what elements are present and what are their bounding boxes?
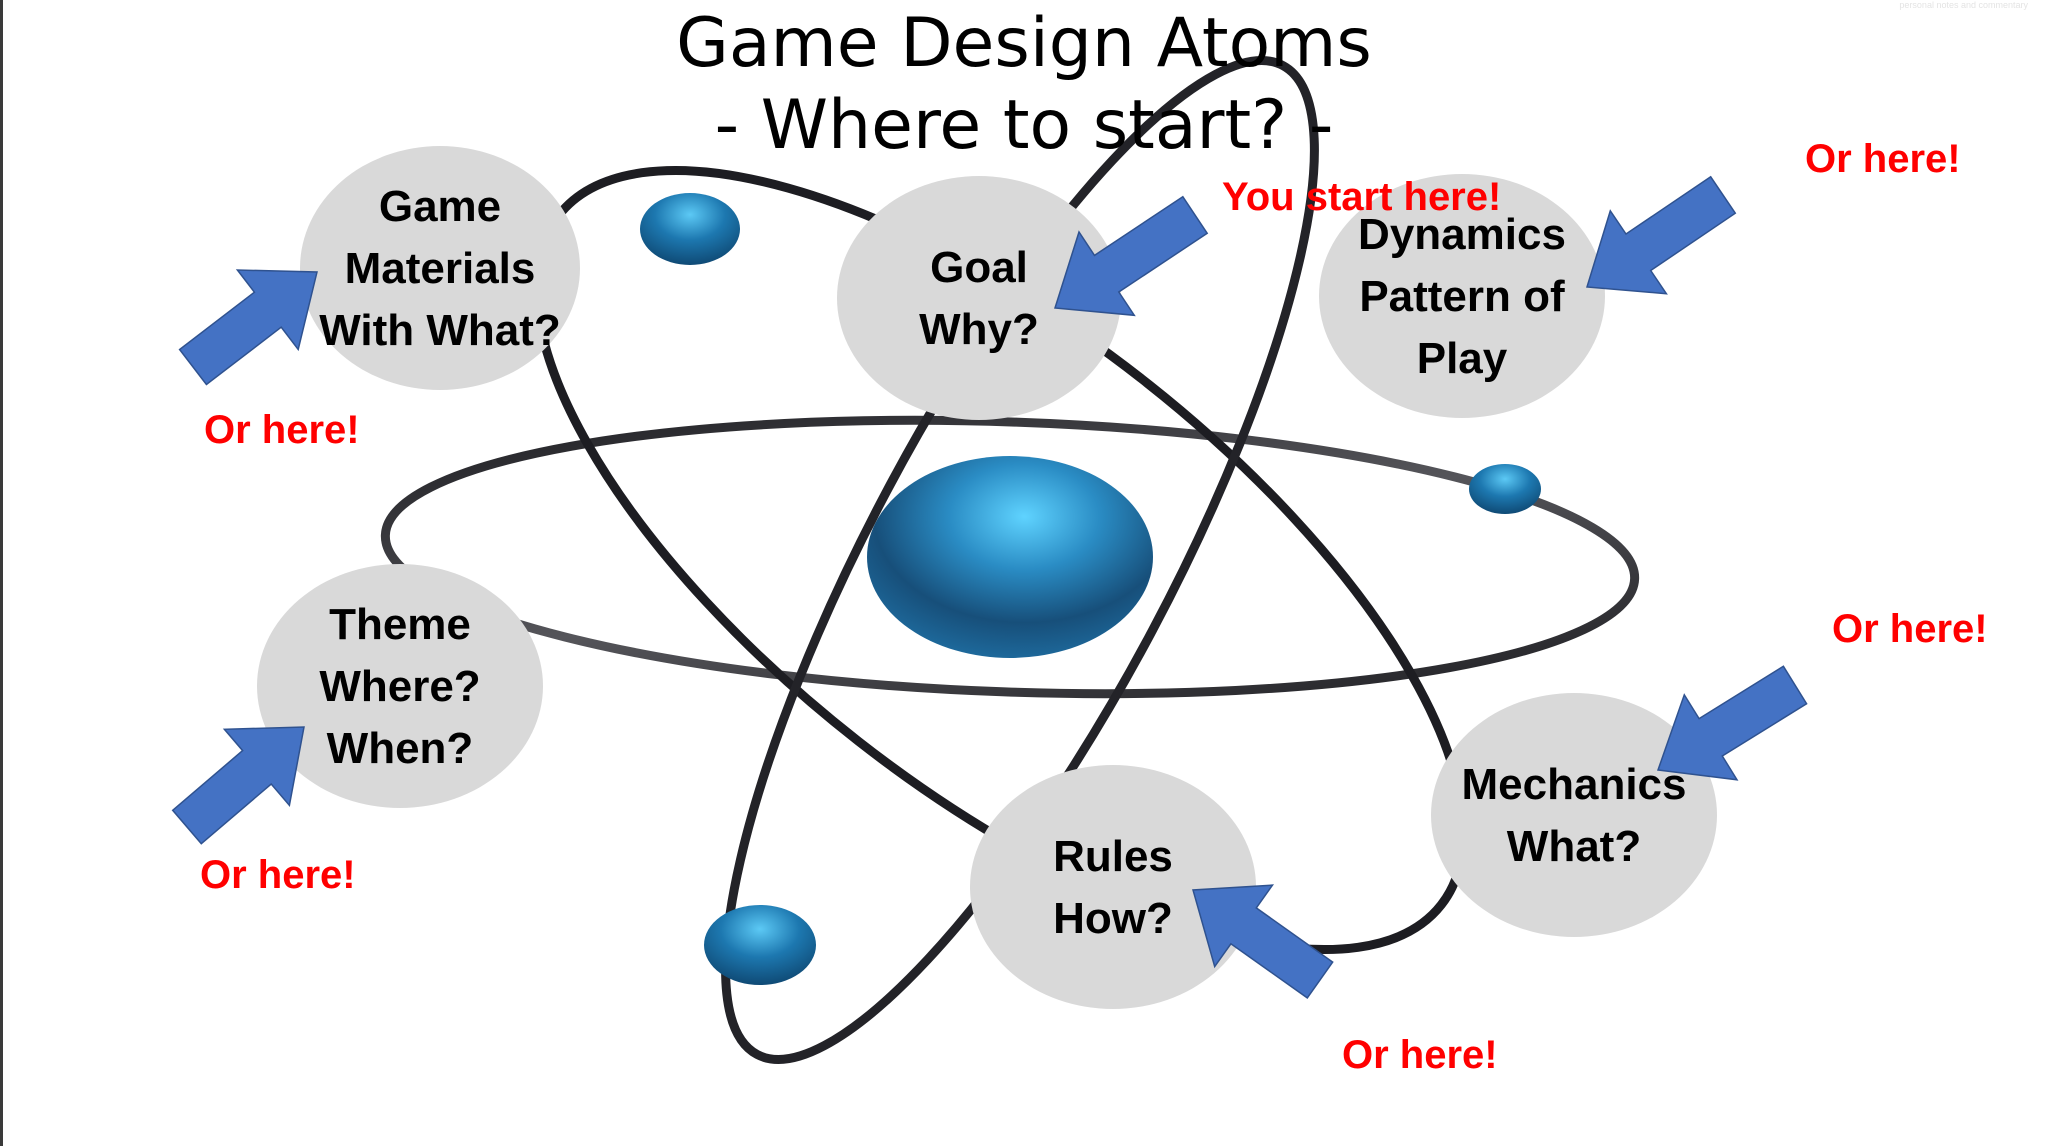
node-label-line: Goal xyxy=(930,243,1028,292)
hint-label-rules: Or here! xyxy=(1342,1033,1498,1077)
arrow-to-theme-icon xyxy=(171,726,305,845)
slide-left-border xyxy=(0,0,3,1146)
node-label-line: When? xyxy=(327,724,474,773)
node-circle xyxy=(1431,693,1717,937)
node-label-line: Pattern of xyxy=(1359,272,1565,321)
node-label-line: Game xyxy=(379,182,501,231)
node-label-line: Dynamics xyxy=(1358,210,1566,259)
electron-right xyxy=(1469,464,1541,514)
node-circle xyxy=(1319,174,1605,418)
node-label-line: What? xyxy=(1507,822,1641,871)
node-label-line: How? xyxy=(1053,894,1173,943)
hint-label-game-materials: Or here! xyxy=(204,408,360,452)
hint-label-mechanics: Or here! xyxy=(1832,607,1988,651)
arrow-to-goal-icon xyxy=(1054,195,1209,317)
arrow-to-rules-icon xyxy=(1192,884,1334,999)
arrow-to-mechanics-icon xyxy=(1656,665,1808,781)
node-label-line: With What? xyxy=(319,306,561,355)
node-label-line: Where? xyxy=(319,662,480,711)
node-label-line: Why? xyxy=(919,305,1039,354)
node-label-line: Materials xyxy=(345,244,536,293)
node-label-line: Rules xyxy=(1053,832,1173,881)
arrow-to-game-materials-icon xyxy=(178,269,318,386)
orbit-horizontal xyxy=(380,415,1640,699)
node-label-line: Mechanics xyxy=(1462,760,1687,809)
node-circle xyxy=(970,765,1256,1009)
node-circle xyxy=(837,176,1121,420)
slide-title-line2: - Where to start? - xyxy=(714,86,1334,165)
electron-bottom-left xyxy=(704,905,816,985)
node-circle xyxy=(257,564,543,808)
arrow-to-dynamics-icon xyxy=(1586,175,1737,295)
node-label-line: Play xyxy=(1417,334,1508,383)
hint-label-goal: You start here! xyxy=(1222,175,1501,219)
node-circle xyxy=(300,146,580,390)
hint-label-dynamics: Or here! xyxy=(1805,137,1961,181)
nucleus xyxy=(867,456,1153,658)
orbit-right-tilted xyxy=(721,56,1319,1064)
electron-top-left xyxy=(640,193,740,265)
node-label-line: Theme xyxy=(329,600,471,649)
watermark-text: personal notes and commentary xyxy=(1899,0,2028,10)
slide-title-line1: Game Design Atoms xyxy=(676,4,1372,83)
hint-label-theme: Or here! xyxy=(200,853,356,897)
